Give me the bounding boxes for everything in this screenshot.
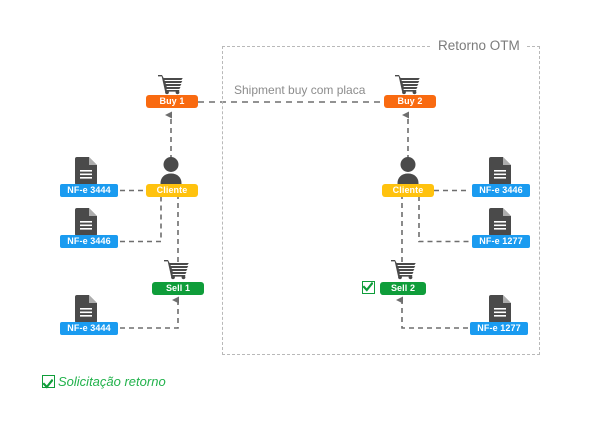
node-nfe-3444-client-left[interactable]: NF-e 3444 xyxy=(60,184,118,197)
shopping-cart-icon xyxy=(157,73,185,95)
document-icon xyxy=(73,207,99,237)
check-icon xyxy=(42,378,54,389)
node-nfe-3446-client-right[interactable]: NF-e 3446 xyxy=(472,184,530,197)
check-icon xyxy=(363,282,373,292)
region-label-retorno-otm: Retorno OTM xyxy=(432,38,526,53)
document-icon xyxy=(73,156,99,186)
person-icon xyxy=(397,156,419,186)
node-buy-1[interactable]: Buy 1 xyxy=(146,95,198,108)
shopping-cart-icon xyxy=(163,258,191,280)
node-cliente-left[interactable]: Cliente xyxy=(146,184,198,197)
flow-label-shipment: Shipment buy com placa xyxy=(230,83,370,97)
shopping-cart-icon xyxy=(394,73,422,95)
node-buy-2[interactable]: Buy 2 xyxy=(384,95,436,108)
legend-checkbox xyxy=(42,375,55,389)
sell-2-return-checkbox[interactable] xyxy=(362,281,375,294)
document-icon xyxy=(487,207,513,237)
person-icon xyxy=(160,156,182,186)
node-cliente-right[interactable]: Cliente xyxy=(382,184,434,197)
retorno-otm-region xyxy=(222,46,540,355)
node-nfe-3446-client-left[interactable]: NF-e 3446 xyxy=(60,235,118,248)
node-sell-2[interactable]: Sell 2 xyxy=(380,282,426,295)
legend-label: Solicitação retorno xyxy=(58,374,166,389)
legend: Solicitação retorno xyxy=(42,374,166,389)
node-nfe-3444-sell-left[interactable]: NF-e 3444 xyxy=(60,322,118,335)
document-icon xyxy=(487,156,513,186)
node-nfe-1277-sell-right[interactable]: NF-e 1277 xyxy=(470,322,528,335)
document-icon xyxy=(73,294,99,324)
shopping-cart-icon xyxy=(390,258,418,280)
node-nfe-1277-client-right[interactable]: NF-e 1277 xyxy=(472,235,530,248)
node-sell-1[interactable]: Sell 1 xyxy=(152,282,204,295)
document-icon xyxy=(487,294,513,324)
